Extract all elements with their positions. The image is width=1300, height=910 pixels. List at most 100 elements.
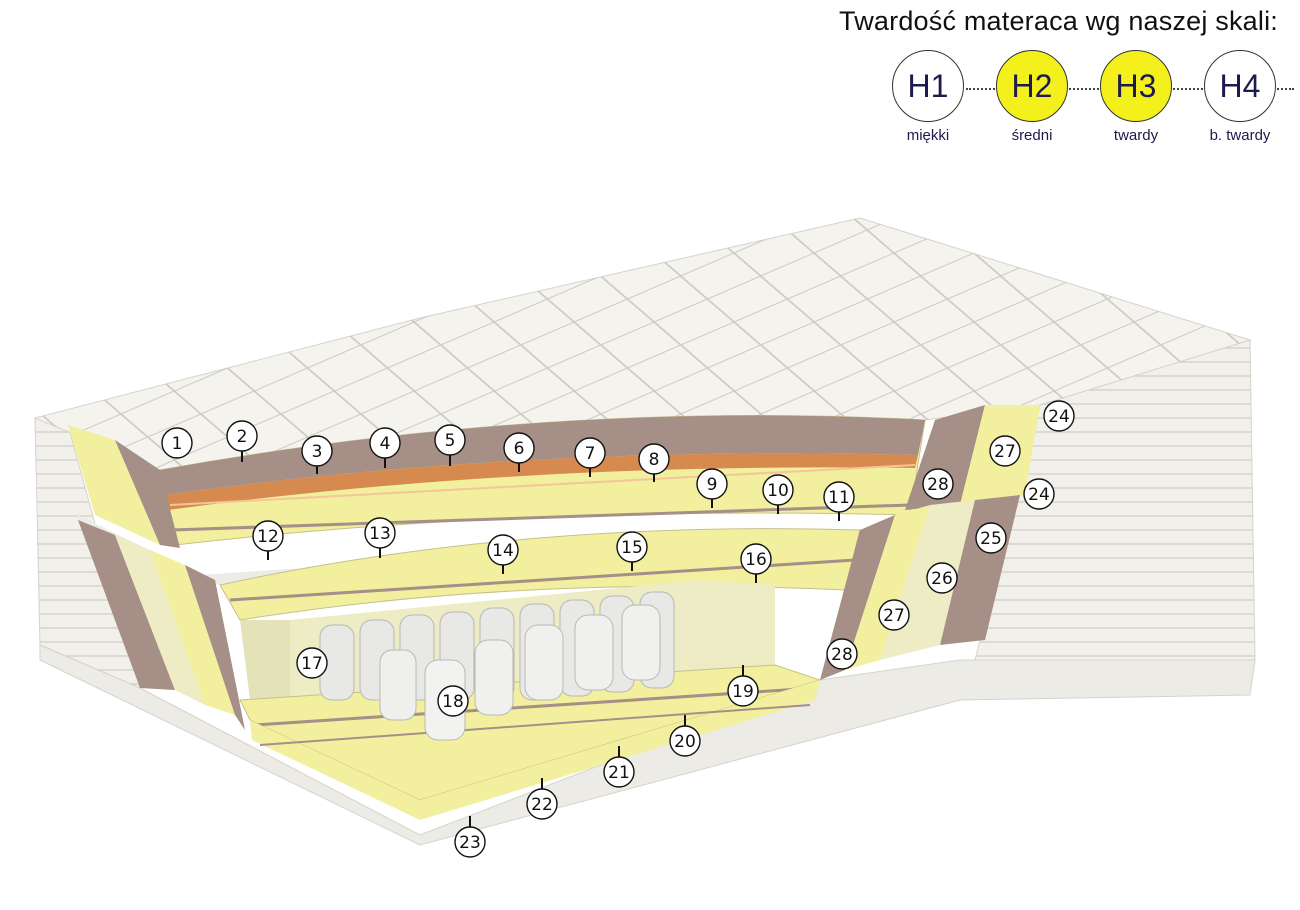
callout-24-upper: 24 (1043, 400, 1075, 432)
side-panel-mocha-upper-left (115, 440, 180, 548)
callout-18: 18 (437, 685, 469, 717)
callout-28-lower: 28 (826, 638, 858, 670)
spring (574, 614, 614, 691)
callout-11: 11 (823, 481, 855, 521)
callout-16: 16 (740, 543, 772, 583)
callout-20: 20 (669, 715, 701, 757)
callout-label-26: 26 (931, 569, 953, 589)
callout-label-9: 9 (707, 475, 718, 495)
side-panel-yellow-lower-left (150, 550, 235, 715)
side-panel-yellow-upper-left (68, 425, 160, 545)
spring (524, 624, 564, 701)
callout-label-5: 5 (445, 431, 456, 451)
scale-circle-h2: H2 (996, 50, 1068, 122)
mattress-body (33, 217, 1256, 846)
callout-label-16: 16 (745, 550, 767, 570)
callout-4: 4 (369, 427, 401, 468)
scale-label-h3: twardy (1113, 127, 1159, 144)
callout-1: 1 (161, 427, 193, 459)
hardness-scale: H1 miękki H2 średni H3 twardy H4 b. twar… (880, 50, 1294, 150)
callout-label-21: 21 (608, 763, 630, 783)
callout-label-12: 12 (257, 527, 279, 547)
callout-label-10: 10 (767, 481, 789, 501)
scale-circle-h1: H1 (892, 50, 964, 122)
callout-26: 26 (926, 562, 958, 594)
scale-circle-h4: H4 (1204, 50, 1276, 122)
scale-label-h2: średni (1011, 127, 1053, 144)
callout-label-28-lower: 28 (831, 645, 853, 665)
scale-item-h3: H3 twardy (1098, 50, 1174, 144)
layer-copper (165, 453, 918, 510)
callout-label-24-lower: 24 (1028, 485, 1050, 505)
callout-label-22: 22 (531, 795, 553, 815)
callout-27-lower: 27 (878, 599, 910, 631)
callout-label-17: 17 (301, 654, 323, 674)
callout-9: 9 (696, 468, 728, 508)
callout-label-15: 15 (621, 538, 643, 558)
callout-6: 6 (503, 432, 535, 472)
callout-label-4: 4 (380, 434, 391, 454)
scale-item-h4: H4 b. twardy (1202, 50, 1278, 144)
scale-circle-h3: H3 (1100, 50, 1172, 122)
callout-24-lower: 24 (1023, 478, 1055, 510)
callout-19: 19 (727, 665, 759, 707)
layer-callouts: 1 2 3 4 5 6 7 8 9 10 11 12 13 14 15 16 1… (161, 400, 1075, 858)
callout-label-27-upper: 27 (994, 442, 1016, 462)
side-panel-cream-lower-left (115, 535, 205, 705)
callout-label-11: 11 (828, 488, 850, 508)
callout-13: 13 (364, 517, 396, 558)
layer-thin-line-a (169, 464, 916, 506)
callout-15: 15 (616, 531, 648, 571)
callout-label-20: 20 (674, 732, 696, 752)
callout-label-19: 19 (732, 682, 754, 702)
mattress-base (39, 644, 1256, 846)
callout-label-24-upper: 24 (1048, 407, 1070, 427)
spring (379, 649, 417, 721)
callout-label-1: 1 (172, 434, 183, 454)
callout-label-14: 14 (492, 541, 514, 561)
callout-label-28-upper: 28 (927, 475, 949, 495)
callout-5: 5 (434, 424, 466, 466)
callout-label-2: 2 (237, 427, 248, 447)
callout-3: 3 (301, 435, 333, 474)
callout-25: 25 (975, 522, 1007, 554)
callout-label-27-lower: 27 (883, 606, 905, 626)
layer-thin-line-b (171, 503, 911, 532)
layer-mocha-top (160, 415, 925, 495)
callout-22: 22 (526, 778, 558, 820)
callout-28-upper: 28 (922, 468, 954, 500)
callout-21: 21 (603, 746, 635, 788)
pocket-springs (319, 591, 675, 741)
callout-label-13: 13 (369, 524, 391, 544)
callout-14: 14 (487, 534, 519, 574)
callout-label-18: 18 (442, 692, 464, 712)
callout-label-6: 6 (514, 439, 525, 459)
spring (474, 639, 514, 716)
scale-item-h2: H2 średni (994, 50, 1070, 144)
spring (621, 604, 661, 681)
callout-2: 2 (226, 420, 258, 462)
callout-8: 8 (638, 443, 670, 482)
scale-label-h1: miękki (906, 127, 950, 144)
callout-label-3: 3 (312, 442, 323, 462)
scale-label-h4: b. twardy (1209, 127, 1271, 144)
callout-17: 17 (296, 647, 328, 679)
callout-10: 10 (762, 474, 794, 514)
callout-label-25: 25 (980, 529, 1002, 549)
hardness-scale-title: Twardość materaca wg naszej skali: (839, 6, 1278, 36)
callout-label-7: 7 (585, 444, 596, 464)
layer-mocha-base-line (259, 704, 811, 746)
cavity-left-wall (240, 620, 290, 700)
callout-label-8: 8 (649, 450, 660, 470)
callout-23: 23 (454, 816, 486, 858)
side-panel-mocha-lower-left (78, 520, 175, 690)
callout-label-23: 23 (459, 833, 481, 853)
scale-item-h1: H1 miękki (890, 50, 966, 144)
callout-7: 7 (574, 437, 606, 477)
layer-mocha-bottom-line (254, 686, 816, 727)
side-panel-yellow-lower-right (845, 505, 930, 670)
callout-12: 12 (252, 520, 284, 560)
mattress-side-left-stripes (35, 418, 140, 688)
side-panel-mocha-lower-left-2 (185, 565, 245, 730)
